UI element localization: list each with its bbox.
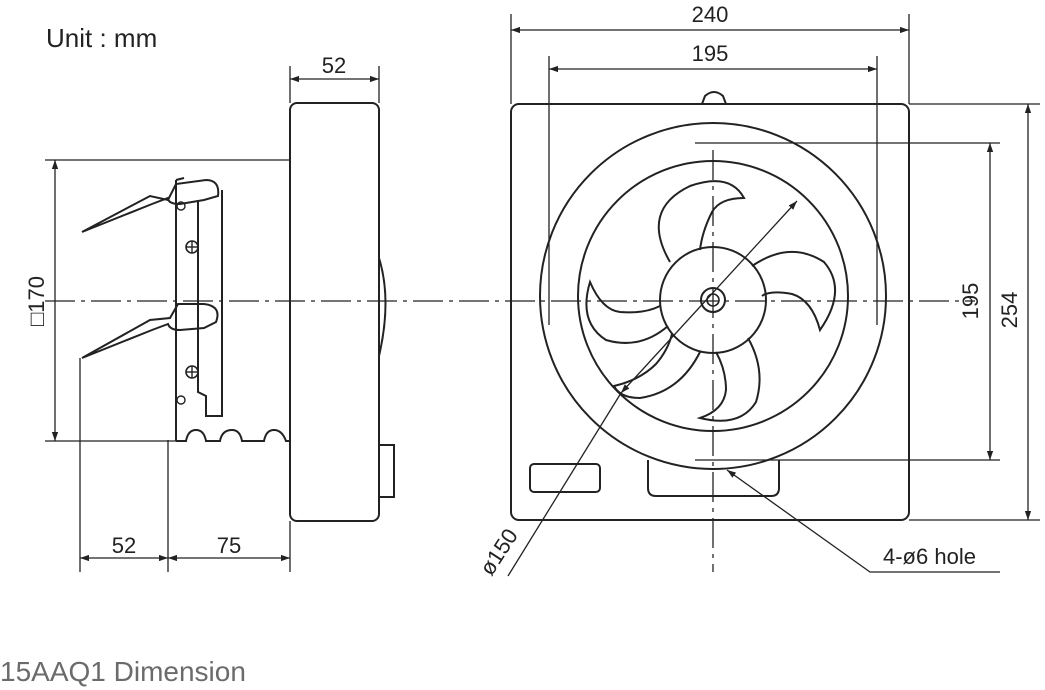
front-view-panel <box>510 103 910 521</box>
dim-bottom-right: 75 <box>217 533 241 558</box>
dim-side-top-depth: 52 <box>322 53 346 78</box>
dim-side-height: □170 <box>24 276 49 326</box>
dim-bottom-left: 52 <box>112 533 136 558</box>
front-view-outer-ring <box>539 122 887 470</box>
side-view-upper-hook <box>81 178 220 233</box>
dim-line-impeller-diameter <box>620 200 798 394</box>
dim-front-inner-width: 195 <box>692 41 729 66</box>
side-view-body <box>289 102 380 522</box>
side-view: 52 □170 52 75 <box>24 53 395 572</box>
front-view-left-slot <box>529 463 601 493</box>
front-view-blade-4 <box>585 279 669 344</box>
side-view-mounting-plate <box>175 177 223 441</box>
unit-label: Unit : mm <box>46 23 157 53</box>
side-view-motor-bulge <box>378 257 387 357</box>
front-view: 240 195 195 254 ø150 4-ø6 hole <box>475 2 1040 580</box>
dim-front-overall-width: 240 <box>692 2 729 27</box>
side-view-lower-hook <box>81 303 219 359</box>
side-view-plate-bottom <box>176 428 290 442</box>
mounting-holes-label: 4-ø6 hole <box>883 544 976 569</box>
side-view-cord-box <box>378 444 395 498</box>
dim-front-overall-height: 254 <box>997 292 1022 329</box>
hole-leader-line <box>726 469 1000 573</box>
dim-front-inner-height: 195 <box>958 283 983 320</box>
dim-impeller-diameter: ø150 <box>475 524 523 580</box>
front-view-top-tab <box>701 91 727 105</box>
figure-caption: 15AAQ1 Dimension <box>0 656 246 687</box>
